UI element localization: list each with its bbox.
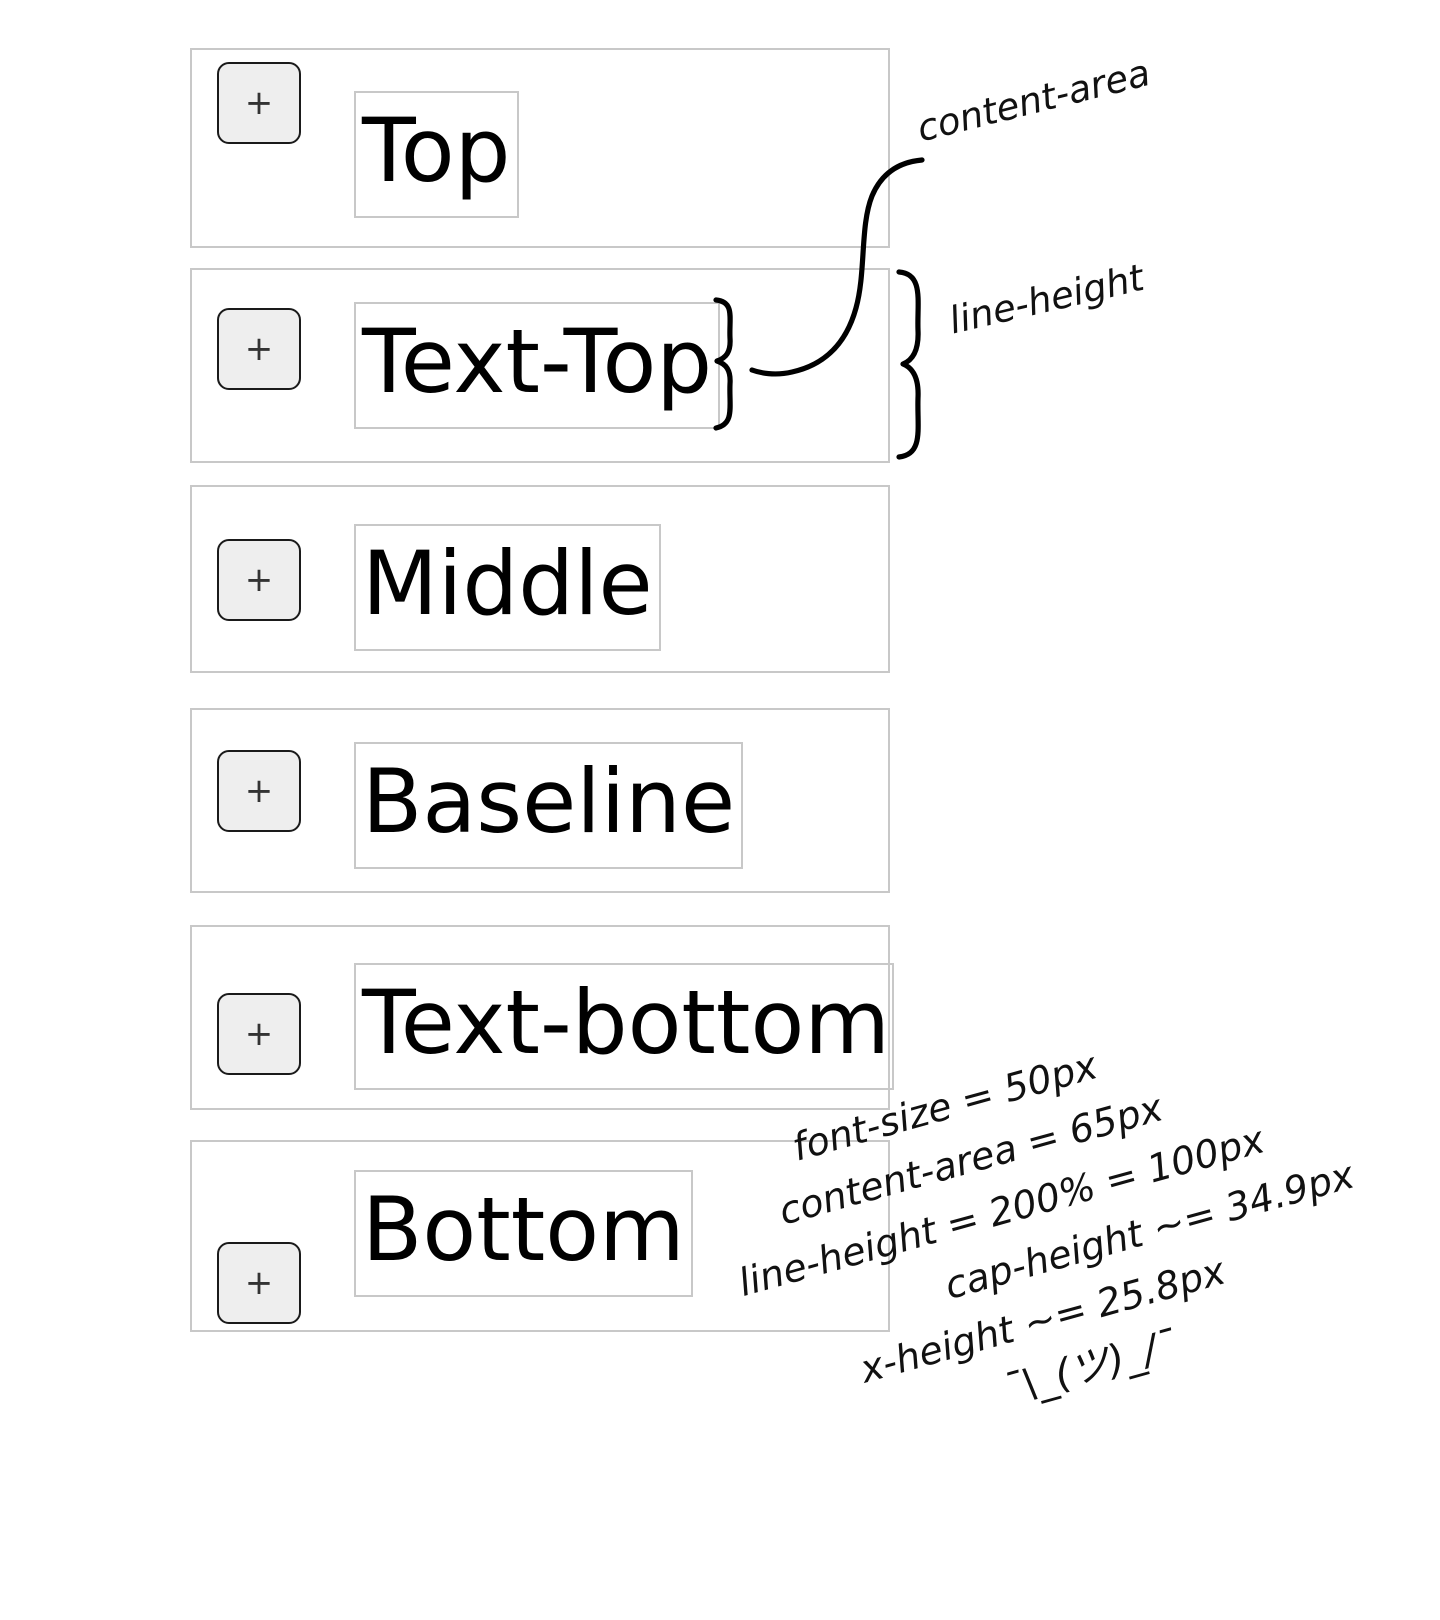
row-top: + Top <box>190 48 890 248</box>
plus-button[interactable]: + <box>217 750 301 832</box>
plus-icon: + <box>244 1263 274 1303</box>
plus-icon: + <box>244 83 274 123</box>
plus-icon: + <box>244 560 274 600</box>
content-area-box: Text-Top <box>354 302 721 429</box>
plus-button[interactable]: + <box>217 539 301 621</box>
plus-button[interactable]: + <box>217 62 301 144</box>
content-area-box: Baseline <box>354 742 744 869</box>
row-label-text-bottom: Text-bottom <box>362 970 890 1074</box>
plus-button[interactable]: + <box>217 308 301 390</box>
row-label-bottom: Bottom <box>362 1177 685 1281</box>
plus-icon: + <box>244 1014 274 1054</box>
plus-button-bottom[interactable]: + <box>217 1242 301 1369</box>
text-span-wrapper-baseline: Baseline <box>354 742 744 869</box>
label-content-area: content-area <box>912 50 1155 151</box>
plus-button[interactable]: + <box>217 993 301 1075</box>
text-span-wrapper-bottom: Bottom <box>354 1170 693 1297</box>
plus-button-text-bottom[interactable]: + <box>217 993 301 1120</box>
row-bottom: + Bottom <box>190 1140 890 1332</box>
content-area-box: Bottom <box>354 1170 693 1297</box>
plus-icon: + <box>244 771 274 811</box>
text-span-wrapper-top: Top <box>354 91 519 218</box>
content-area-box: Text-bottom <box>354 963 894 1090</box>
plus-button[interactable]: + <box>217 1242 301 1324</box>
row-baseline: + Baseline <box>190 708 890 893</box>
row-middle: + Middle <box>190 485 890 673</box>
row-label-baseline: Baseline <box>362 749 736 853</box>
plus-button-top[interactable]: + <box>217 62 301 189</box>
plus-icon: + <box>244 329 274 369</box>
plus-button-text-top[interactable]: + <box>217 308 301 435</box>
text-span-wrapper-middle: Middle <box>354 524 661 651</box>
content-area-box: Middle <box>354 524 661 651</box>
text-span-wrapper-text-bottom: Text-bottom <box>354 963 894 1090</box>
content-area-box: Top <box>354 91 519 218</box>
text-span-wrapper-text-top: Text-Top <box>354 302 721 429</box>
row-text-bottom: + Text-bottom <box>190 925 894 1110</box>
plus-button-middle[interactable]: + <box>217 539 301 666</box>
label-line-height: line-height <box>945 255 1148 343</box>
row-label-top: Top <box>362 98 511 202</box>
row-label-text-top: Text-Top <box>362 309 713 413</box>
brace-line-height <box>896 269 921 460</box>
plus-button-baseline[interactable]: + <box>217 750 301 877</box>
row-text-top: + Text-Top <box>190 268 890 463</box>
row-label-middle: Middle <box>362 531 653 635</box>
